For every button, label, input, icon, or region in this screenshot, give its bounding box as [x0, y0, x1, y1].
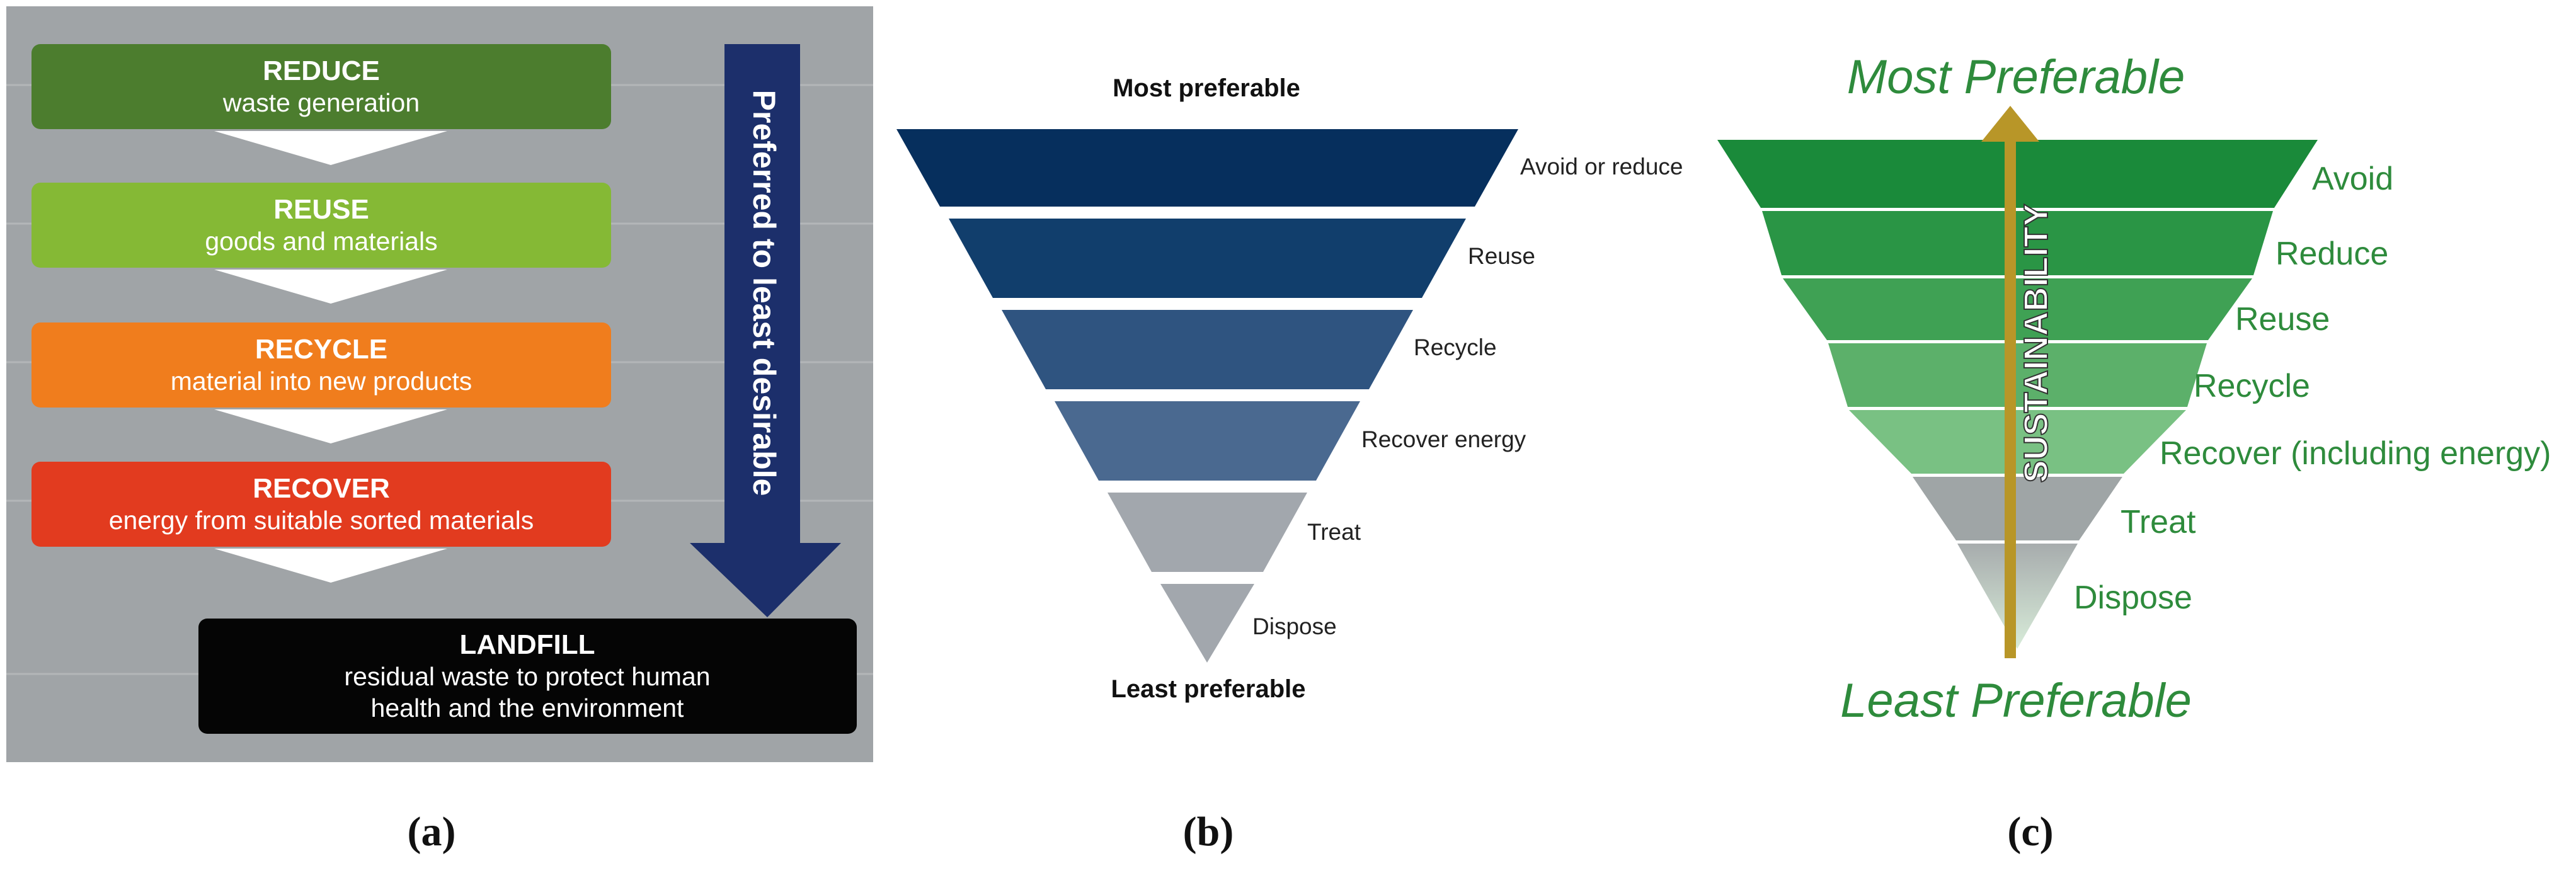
level-reuse	[949, 219, 1466, 298]
level-reduce	[1762, 211, 2273, 275]
chevron-down-icon	[214, 131, 447, 165]
reduce-subtitle: waste generation	[222, 88, 420, 117]
chevron-down-icon	[214, 549, 447, 583]
level-dispose	[1160, 584, 1254, 663]
most-preferable-label: Most Preferable	[1847, 50, 2185, 104]
landfill-title: LANDFILL	[459, 629, 595, 660]
label-dispose: Dispose	[1252, 613, 1337, 639]
landfill-subtitle-line-2: health and the environment	[371, 693, 685, 722]
caption-a: (a)	[408, 809, 456, 855]
label-reuse: Reuse	[2235, 301, 2330, 338]
reuse-subtitle: goods and materials	[205, 227, 437, 256]
level-recycle	[1002, 310, 1413, 389]
level-recover-energy	[1055, 401, 1360, 481]
recover-title: RECOVER	[253, 473, 390, 504]
reuse-title: REUSE	[273, 194, 369, 225]
level-reuse	[1783, 278, 2252, 340]
caption-c: (c)	[2007, 809, 2053, 855]
panel-b: Most preferable Avoid or reduce Reuse Re…	[896, 74, 1683, 703]
label-dispose: Dispose	[2074, 579, 2192, 616]
recycle-title: RECYCLE	[255, 334, 387, 365]
sustainability-label: SUSTAINABILITY	[2017, 204, 2055, 483]
recover-subtitle: energy from suitable sorted materials	[109, 506, 534, 535]
level-treat	[1913, 477, 2122, 540]
least-preferable-label: Least preferable	[1111, 675, 1305, 703]
label-avoid: Avoid	[2312, 161, 2393, 197]
recover-box	[31, 462, 611, 547]
level-avoid	[1717, 140, 2318, 208]
label-reuse: Reuse	[1468, 243, 1535, 269]
label-recycle: Recycle	[2194, 368, 2310, 404]
level-recover-including-energy	[1849, 410, 2186, 474]
chevron-down-icon	[214, 270, 447, 304]
arrow-label: Preferred to least desirable	[747, 90, 782, 496]
recycle-box	[31, 322, 611, 408]
panel-c: Most Preferable SUSTAINABILITY Avoid Red…	[1717, 50, 2551, 728]
caption-b: (b)	[1183, 809, 1234, 855]
label-avoid-or-reduce: Avoid or reduce	[1520, 154, 1683, 180]
down-arrow-icon	[690, 44, 841, 617]
reuse-box	[31, 183, 611, 268]
level-dispose	[1957, 544, 2078, 649]
level-avoid-or-reduce	[896, 129, 1518, 207]
up-arrow-icon	[1981, 106, 2039, 658]
landfill-box	[198, 619, 857, 734]
label-treat: Treat	[2121, 504, 2196, 540]
reduce-title: REDUCE	[263, 55, 380, 86]
level-recycle	[1828, 343, 2207, 407]
chevron-down-icon	[214, 409, 447, 443]
least-preferable-label: Least Preferable	[1840, 674, 2192, 728]
reduce-box	[31, 44, 611, 129]
landfill-subtitle-line-1: residual waste to protect human	[344, 662, 710, 691]
label-treat: Treat	[1307, 519, 1361, 545]
most-preferable-label: Most preferable	[1113, 74, 1300, 102]
label-recycle: Recycle	[1414, 334, 1497, 360]
label-recover-including-energy: Recover (including energy)	[2160, 435, 2551, 472]
level-treat	[1108, 493, 1307, 572]
label-recover-energy: Recover energy	[1361, 426, 1526, 452]
recycle-subtitle: material into new products	[171, 367, 472, 396]
label-reduce: Reduce	[2275, 236, 2388, 272]
panel-a: REDUCE waste generation REUSE goods and …	[6, 6, 873, 762]
